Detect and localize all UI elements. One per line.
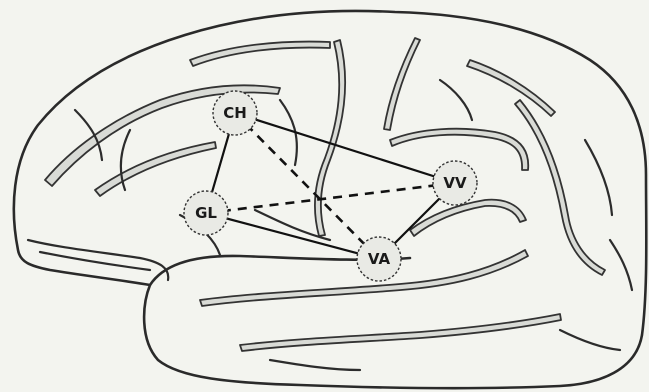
node-ch: CH xyxy=(213,91,257,135)
central-sulcus xyxy=(315,40,345,236)
node-gl: GL xyxy=(184,191,228,235)
node-vv: VV xyxy=(433,161,477,205)
node-va: VA xyxy=(357,237,401,281)
connection-gl-va xyxy=(206,213,379,259)
temporal-gyrus-lower xyxy=(240,314,561,351)
occipital-gyrus xyxy=(515,100,605,275)
sulcus-7 xyxy=(270,360,360,370)
node-label: VA xyxy=(368,250,391,268)
postcentral-sulcus xyxy=(384,38,420,130)
frontal-gyrus-3 xyxy=(190,42,330,66)
frontal-base-line xyxy=(28,240,168,280)
angular-gyrus xyxy=(410,200,526,236)
node-label: CH xyxy=(223,104,247,122)
sulcus-5 xyxy=(585,140,612,215)
frontal-base-line-2 xyxy=(40,252,150,270)
brain-outline xyxy=(14,11,646,388)
frontal-gyrus-2 xyxy=(95,142,216,196)
sulcus-1 xyxy=(121,130,130,190)
occipital-gyrus-2 xyxy=(467,60,555,116)
sulcus-6 xyxy=(560,330,620,350)
sulcus-4 xyxy=(440,80,472,120)
node-label: VV xyxy=(443,174,467,192)
sulcus-10 xyxy=(610,240,632,290)
node-label: GL xyxy=(195,204,217,222)
